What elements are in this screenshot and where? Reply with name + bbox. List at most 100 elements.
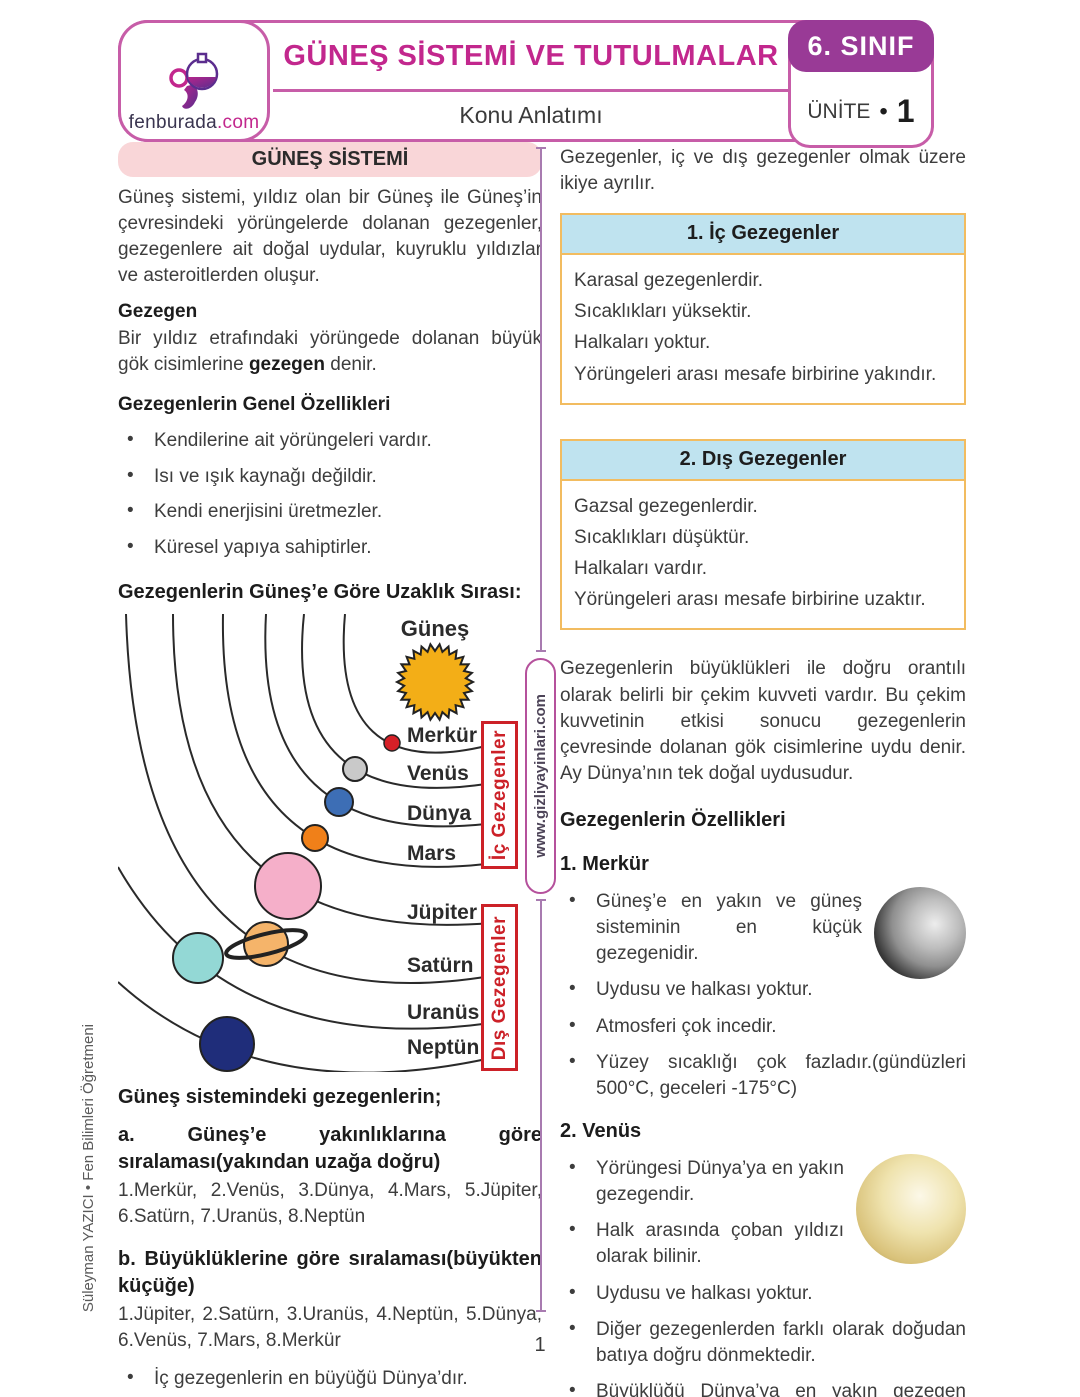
orbit-mercury xyxy=(342,614,487,754)
mercury-image xyxy=(874,886,966,979)
bullet-icon: • xyxy=(569,889,576,911)
logo-text-suffix: .com xyxy=(216,112,260,133)
list-item: •İç gezegenlerin en büyüğü Dünya’dır. xyxy=(118,1366,542,1392)
info-line: Yörüngeleri arası mesafe birbirine uzakt… xyxy=(574,589,926,611)
planet-label-earth: Dünya xyxy=(407,802,472,825)
heading-venus: 2. Venüs xyxy=(560,1120,642,1143)
planet-dot-earth xyxy=(324,787,354,818)
orbit-diagram-svg: Güneş Merkür Venüs Dünya Mars Jüpiter Sa… xyxy=(118,614,492,1073)
author-credit: Süleyman YAZICI • Fen Bilimleri Öğretmen… xyxy=(80,1008,97,1328)
list-item: •Yüzey sıcaklığı çok fazladır.(gündüzler… xyxy=(560,1050,966,1102)
inner-planets-tag: İç Gezegenler xyxy=(481,721,518,870)
orbit-uranus xyxy=(118,866,492,1030)
list-item: • Uydusu ve halkası yoktur. xyxy=(560,1281,966,1307)
orbit-venus xyxy=(301,614,487,790)
gezegen-def-post: denir. xyxy=(324,354,377,376)
feature-text: Kendi enerjisini üretmezler. xyxy=(154,501,383,523)
heading-gezegen: Gezegen xyxy=(118,300,198,322)
info-line: Sıcaklıkları düşüktür. xyxy=(574,526,750,548)
column-divider xyxy=(540,899,542,1312)
intro-paragraph: Güneş sistemi, yıldız olan bir Güneş ile… xyxy=(118,187,542,286)
bullet-icon: • xyxy=(569,1156,576,1178)
inner-planets-box-body: Karasal gezegenlerdir. Sıcaklıkları yüks… xyxy=(562,255,964,403)
list-item: •Yörüngesi Dünya’ya en yakın gezegendir. xyxy=(560,1156,966,1208)
venus-bullet: Uydusu ve halkası yoktur. xyxy=(596,1282,813,1304)
outer-planets-box-title: 2. Dış Gezegenler xyxy=(562,440,964,481)
solar-system-diagram: Güneş Merkür Venüs Dünya Mars Jüpiter Sa… xyxy=(118,614,548,1073)
planet-label-mercury: Merkür xyxy=(407,724,477,747)
mercury-section: 1. Merkür •Güneş’e en yakın ve güneş sis… xyxy=(560,851,966,1102)
bullet-icon: • xyxy=(569,1014,576,1036)
orbit-jupiter xyxy=(172,614,492,927)
grade-badge: 6. SINIF xyxy=(788,20,934,72)
page-subtitle: Konu Anlatımı xyxy=(273,89,789,139)
orbit-earth xyxy=(264,614,487,828)
info-line: Sıcaklıkları yüksektir. xyxy=(574,301,752,323)
inner-planets-box: 1. İç Gezegenler Karasal gezegenlerdir. … xyxy=(560,213,966,405)
planet-dot-jupiter xyxy=(254,852,322,921)
gezegen-def-bold: gezegen xyxy=(248,354,325,376)
sun-label: Güneş xyxy=(401,616,469,641)
outer-planets-box: 2. Dış Gezegenler Gazsal gezegenlerdir. … xyxy=(560,438,966,631)
planet-dot-uranus xyxy=(172,932,224,985)
left-column: GÜNEŞ SİSTEMİ Güneş sistemi, yıldız olan… xyxy=(118,142,542,1397)
planet-label-uranus: Uranüs xyxy=(407,1001,479,1024)
planet-dot-mercury xyxy=(383,734,401,753)
heading-siralamalar: Güneş sistemindeki gezegenlerin; xyxy=(118,1086,442,1109)
ordering-note: İç gezegenlerin en büyüğü Dünya’dır. xyxy=(154,1367,468,1389)
list-item: •Güneş’e en yakın ve güneş sisteminin en… xyxy=(560,889,966,968)
publisher-site-text: www.gizliyayinlari.com xyxy=(532,694,549,858)
list-item: •Uydusu ve halkası yoktur. xyxy=(560,977,966,1003)
author-credit-text: Süleyman YAZICI • Fen Bilimleri Öğretmen… xyxy=(80,1023,97,1313)
gezegen-def-pre: Bir yıldız etrafındaki yörüngede dolanan… xyxy=(118,328,542,376)
grade-box: 6. SINIF ÜNİTE • 1 xyxy=(788,20,934,148)
bullet-icon: • xyxy=(569,1219,576,1241)
planet-dot-mars xyxy=(301,824,329,853)
list-item: •Halk arasında çoban yıldızı olarak bili… xyxy=(560,1218,966,1270)
venus-section: 2. Venüs •Yörüngesi Dünya’ya en yakın ge… xyxy=(560,1118,966,1397)
header-center: GÜNEŞ SİSTEMİ VE TUTULMALAR Konu Anlatım… xyxy=(273,23,789,139)
planet-label-venus: Venüs xyxy=(407,762,469,785)
planet-dot-saturn xyxy=(243,921,289,968)
inner-planets-label: İç Gezegenler xyxy=(488,730,510,861)
venus-bullet: Büyüklüğü Dünya’ya en yakın gezegen oldu… xyxy=(596,1381,966,1397)
logo: fenburada.com xyxy=(118,20,270,142)
venus-bullet: Diğer gezegenlerden farklı olarak doğuda… xyxy=(596,1318,966,1367)
page-number: 1 xyxy=(534,1334,546,1356)
orbit-neptune xyxy=(118,981,492,1073)
bullet-icon: • xyxy=(569,1317,576,1339)
column-divider xyxy=(540,147,542,652)
heading-ordering-a: a. Güneş’e yakınlıklarına göre sıralamas… xyxy=(118,1123,542,1173)
feature-text: Kendilerine ait yörüngeleri vardır. xyxy=(154,429,432,451)
page-title: GÜNEŞ SİSTEMİ VE TUTULMALAR xyxy=(283,39,779,72)
list-item: • Küresel yapıya sahiptirler. xyxy=(118,535,542,561)
bullet-icon: • xyxy=(569,1281,576,1303)
info-line: Halkaları vardır. xyxy=(574,557,708,579)
ordering-a-text: 1.Merkür, 2.Venüs, 3.Dünya, 4.Mars, 5.Jü… xyxy=(118,1179,542,1227)
list-item: •Büyüklüğü Dünya’ya en yakın gezegen old… xyxy=(560,1379,966,1397)
list-item: •Isı ve ışık kaynağı değildir. xyxy=(118,464,542,490)
section-title-gunes-sistemi: GÜNEŞ SİSTEMİ xyxy=(118,142,542,178)
heading-uzaklik-sirasi: Gezegenlerin Güneş’e Göre Uzaklık Sırası… xyxy=(118,581,522,604)
sun-icon xyxy=(394,642,476,723)
divider-cap xyxy=(536,650,546,652)
planet-label-saturn: Satürn xyxy=(407,954,474,977)
fenburada-flask-icon xyxy=(169,52,219,109)
mercury-bullet: Atmosferi çok incedir. xyxy=(596,1015,777,1037)
bullet-icon: • xyxy=(127,500,134,522)
feature-text: Küresel yapıya sahiptirler. xyxy=(154,537,372,559)
planet-label-mars: Mars xyxy=(407,842,456,865)
orbit-mars xyxy=(221,614,487,869)
publisher-site-capsule: www.gizliyayinlari.com xyxy=(525,658,556,894)
outer-planets-tag: Dış Gezegenler xyxy=(481,904,518,1072)
bullet-icon: • xyxy=(127,536,134,558)
logo-text-main: fenburada xyxy=(128,112,217,133)
bullet-icon: • xyxy=(569,1050,576,1072)
list-item: • Kendilerine ait yörüngeleri vardır. xyxy=(118,428,542,454)
list-item: • Diğer gezegenlerden farklı olarak doğud… xyxy=(560,1317,966,1369)
info-line: Halkaları yoktur. xyxy=(574,332,711,354)
heading-gezegen-ozellikleri: Gezegenlerin Özellikleri xyxy=(560,809,786,832)
bullet-icon: • xyxy=(127,428,134,450)
info-line: Karasal gezegenlerdir. xyxy=(574,270,764,292)
